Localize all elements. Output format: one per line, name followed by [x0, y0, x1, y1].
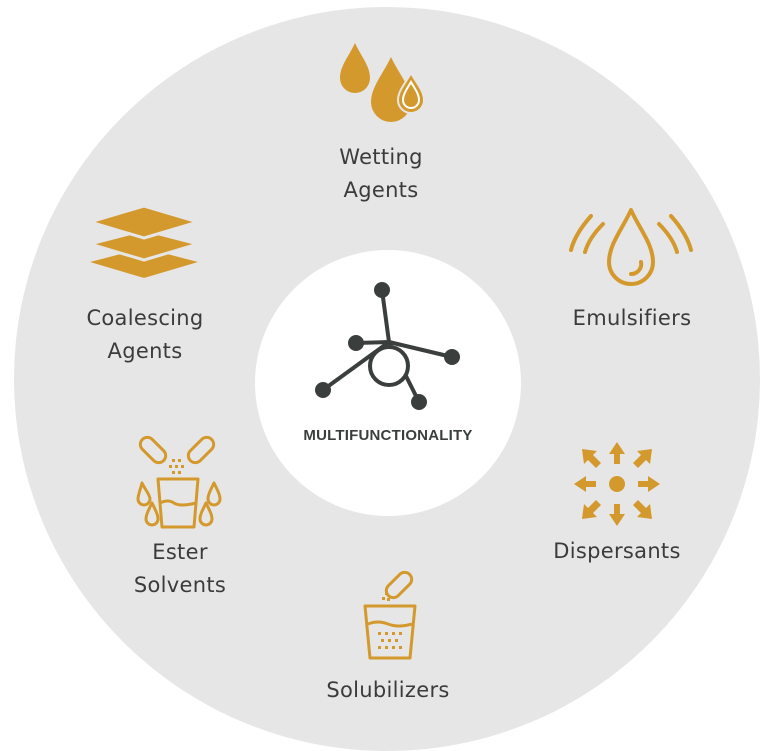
molecule-icon	[315, 282, 460, 410]
emulsifiers-label: Emulsifiers	[572, 306, 692, 330]
ester-solvents-label: Ester Solvents	[133, 540, 227, 597]
center-label: MULTIFUNCTIONALITY	[303, 427, 473, 444]
solubilizers-label: Solubilizers	[326, 678, 450, 702]
stacked-layers-icon	[88, 204, 200, 278]
coalescing-agents-label: Coalescing Agents	[86, 306, 204, 363]
capsule-beaker-drops-icon	[136, 435, 222, 529]
wetting-agents-label: Wetting Agents	[339, 145, 423, 202]
capsule-cup-icon	[363, 570, 417, 660]
droplets-icon	[340, 43, 426, 122]
radiating-arrows-icon	[574, 442, 660, 526]
dispersants-label: Dispersants	[553, 539, 681, 563]
vibrating-drop-icon	[569, 208, 693, 286]
